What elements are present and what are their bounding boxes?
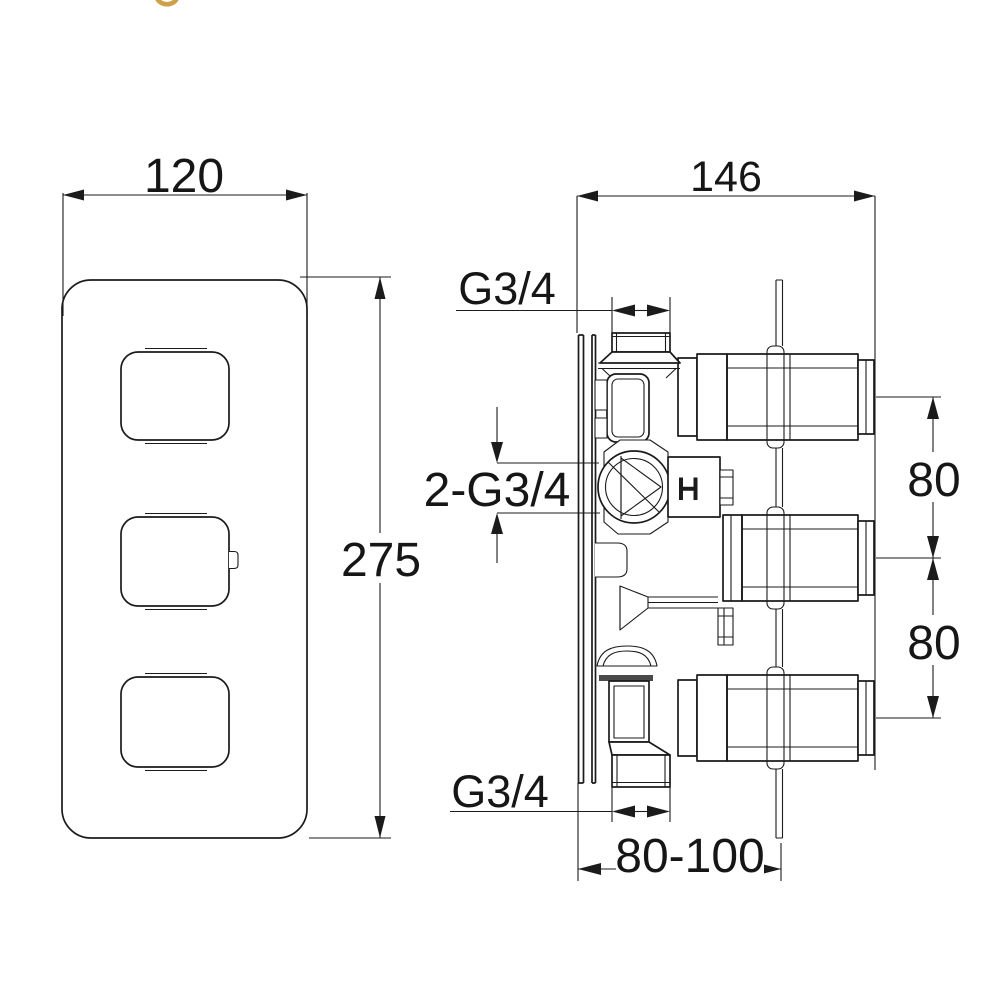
- bottom-inlet-label: G3/4: [451, 766, 549, 817]
- callout-side-ports: 2-G3/4: [424, 407, 600, 563]
- outlet-cylinder-middle: [722, 514, 875, 602]
- outlet-cylinder-bottom: [677, 674, 875, 762]
- outlet-cylinder-top: [677, 353, 875, 441]
- recess-depth-label: 80-100: [615, 830, 764, 883]
- side-ports-label: 2-G3/4: [424, 464, 571, 517]
- bracket-collar-top: [766, 345, 785, 449]
- dimension-recess-depth: 80-100: [577, 783, 782, 883]
- upper-cartridge: [594, 373, 650, 443]
- arrowhead-left-icon: [63, 189, 84, 201]
- brand-mark-icon: [155, 0, 179, 7]
- depth-label: 146: [690, 153, 762, 201]
- handle-top: [120, 347, 230, 445]
- top-inlet-label: G3/4: [458, 263, 556, 314]
- port-spacing-upper-label: 80: [907, 454, 960, 507]
- bracket-collar-middle: [766, 506, 785, 610]
- housing-connector: [719, 469, 734, 506]
- bracket-collar-bottom: [766, 666, 785, 770]
- front-width-label: 120: [144, 150, 224, 203]
- front-height-label: 275: [341, 534, 421, 587]
- callout-top-inlet: G3/4: [456, 263, 671, 333]
- handle-middle-tab: [229, 550, 239, 570]
- handle-bottom: [120, 672, 230, 772]
- handle-middle: [120, 512, 239, 611]
- seal-band: [599, 675, 653, 681]
- dimension-front-height: 275: [300, 276, 421, 839]
- side-view: 146 G3/4 2-G3/4 G3/4: [424, 153, 961, 883]
- front-view: 120 275: [61, 150, 421, 839]
- valve-flow-symbol-icon: [607, 456, 662, 519]
- port-spacing-lower-label: 80: [907, 617, 960, 670]
- callout-bottom-inlet: G3/4: [450, 766, 671, 822]
- arrowhead-right-icon: [286, 189, 307, 201]
- thermostat-body: [595, 439, 734, 578]
- mounting-plate: [577, 334, 597, 784]
- lower-cartridge: [596, 645, 658, 743]
- plate-boss: [595, 542, 628, 578]
- dimension-port-spacing: 80 80: [876, 396, 961, 719]
- bottom-inlet-port: [608, 741, 671, 788]
- dimension-front-width: 120: [62, 150, 308, 316]
- top-inlet-port: [598, 332, 681, 379]
- h-beam-icon: [679, 477, 698, 500]
- rear-bracket-plate: [775, 279, 784, 839]
- middle-channel: [619, 585, 734, 646]
- arrowhead-down-icon: [374, 816, 386, 838]
- arrowhead-up-icon: [374, 277, 386, 299]
